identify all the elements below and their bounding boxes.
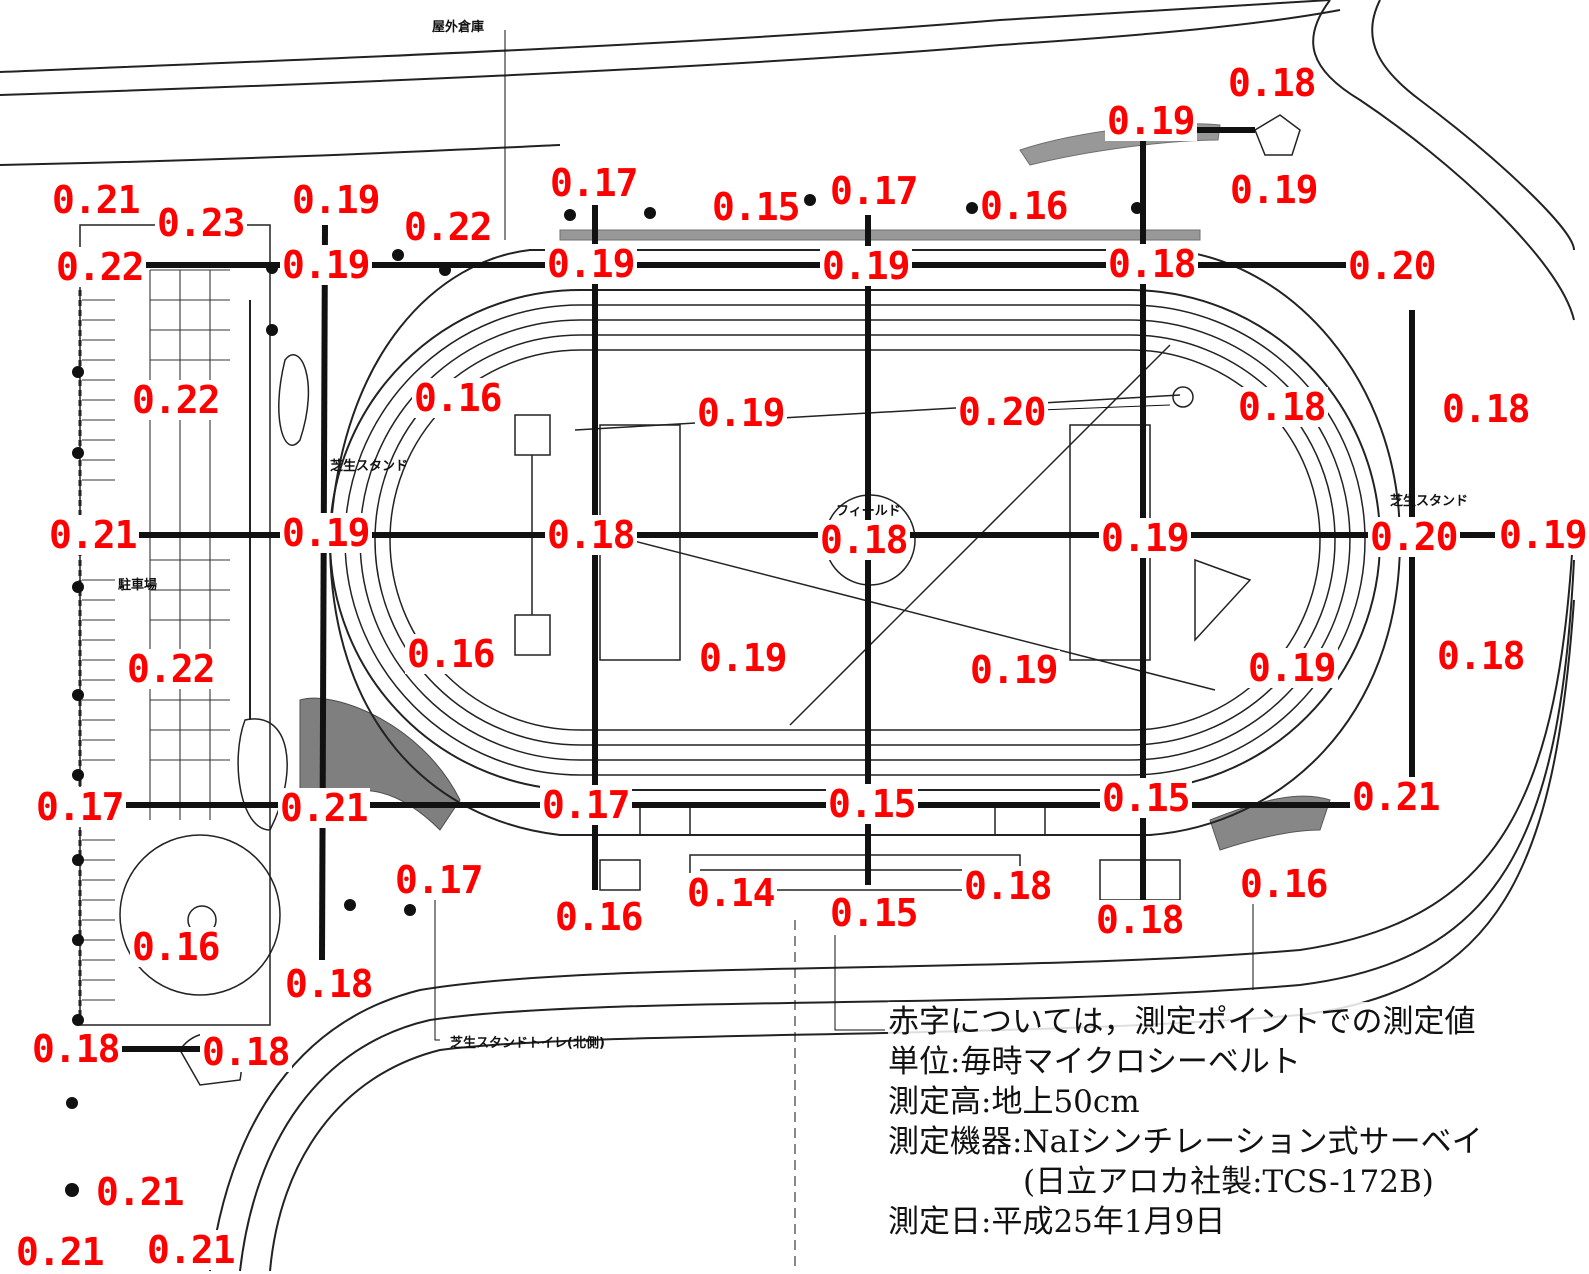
stand-east-label: 芝生スタンド bbox=[1390, 494, 1469, 509]
reading: 0.21 bbox=[47, 513, 139, 557]
reading: 0.17 bbox=[393, 858, 485, 902]
reading: 0.17 bbox=[548, 161, 640, 205]
reading: 0.19 bbox=[695, 391, 787, 435]
reading: 0.18 bbox=[545, 513, 637, 557]
notes-line-instrument: 測定機器:NaIシンチレーション式サーベイ bbox=[888, 1124, 1483, 1160]
reading: 0.21 bbox=[145, 1228, 237, 1272]
reading: 0.19 bbox=[1497, 513, 1589, 557]
notes-line-unit: 単位:毎時マイクロシーベルト bbox=[888, 1044, 1301, 1080]
reading: 0.21 bbox=[94, 1170, 186, 1214]
reading: 0.19 bbox=[1246, 646, 1338, 690]
reading: 0.14 bbox=[685, 871, 777, 915]
reading: 0.15 bbox=[826, 782, 918, 826]
reading: 0.23 bbox=[155, 201, 247, 245]
measurement-notes: 赤字については，測定ポイントでの測定値 単位:毎時マイクロシーベルト 測定高:地… bbox=[888, 1002, 1483, 1242]
reading: 0.17 bbox=[34, 785, 126, 829]
reading: 0.19 bbox=[290, 178, 382, 222]
reading: 0.19 bbox=[968, 648, 1060, 692]
leader-lines bbox=[434, 30, 1254, 1271]
reading: 0.16 bbox=[405, 632, 497, 676]
reading: 0.18 bbox=[200, 1030, 292, 1074]
reading: 0.21 bbox=[14, 1230, 106, 1274]
reading: 0.20 bbox=[1368, 515, 1460, 559]
reading: 0.18 bbox=[1435, 634, 1527, 678]
reading: 0.16 bbox=[412, 376, 504, 420]
reading: 0.17 bbox=[540, 783, 632, 827]
stand-west-label: 芝生スタンド bbox=[330, 459, 409, 474]
reading: 0.16 bbox=[130, 925, 222, 969]
reading: 0.22 bbox=[130, 378, 222, 422]
notes-line-maker: (日立アロカ社製:TCS-172B) bbox=[1023, 1164, 1434, 1200]
reading: 0.19 bbox=[820, 244, 912, 288]
reading: 0.19 bbox=[280, 243, 372, 287]
reading: 0.18 bbox=[1236, 385, 1328, 429]
reading: 0.21 bbox=[278, 786, 370, 830]
reading: 0.19 bbox=[1099, 516, 1191, 560]
toilet-north-label: 芝生スタンドトイレ(北側) bbox=[450, 1036, 605, 1051]
notes-line-date: 測定日:平成25年1月9日 bbox=[888, 1204, 1226, 1240]
reading: 0.16 bbox=[1238, 862, 1330, 906]
reading: 0.18 bbox=[30, 1027, 122, 1071]
reading: 0.19 bbox=[697, 636, 789, 680]
reading: 0.19 bbox=[1105, 99, 1197, 143]
parking-label: 駐車場 bbox=[118, 578, 158, 593]
parking-lot bbox=[78, 224, 271, 1026]
notes-line-height: 測定高:地上50cm bbox=[888, 1084, 1140, 1120]
field-label: フィールド bbox=[836, 504, 901, 519]
reading: 0.16 bbox=[978, 184, 1070, 228]
reading: 0.18 bbox=[283, 962, 375, 1006]
reading: 0.17 bbox=[828, 169, 920, 213]
reading: 0.15 bbox=[710, 185, 802, 229]
reading: 0.15 bbox=[1100, 776, 1192, 820]
reading: 0.18 bbox=[1226, 61, 1318, 105]
reading: 0.21 bbox=[1350, 775, 1442, 819]
reading: 0.21 bbox=[50, 178, 142, 222]
reading: 0.18 bbox=[962, 864, 1054, 908]
reading: 0.22 bbox=[402, 205, 494, 249]
reading: 0.15 bbox=[828, 891, 920, 935]
reading: 0.20 bbox=[1346, 244, 1438, 288]
reading: 0.16 bbox=[553, 895, 645, 939]
reading: 0.22 bbox=[125, 647, 217, 691]
reading: 0.19 bbox=[1228, 168, 1320, 212]
reading: 0.19 bbox=[280, 511, 372, 555]
reading: 0.18 bbox=[1094, 898, 1186, 942]
reading: 0.18 bbox=[1440, 387, 1532, 431]
reading: 0.19 bbox=[545, 242, 637, 286]
reading: 0.22 bbox=[54, 245, 146, 289]
reading: 0.18 bbox=[818, 518, 910, 562]
storage-label: 屋外倉庫 bbox=[432, 20, 485, 35]
parking-stalls bbox=[82, 269, 230, 1001]
reading: 0.20 bbox=[956, 390, 1048, 434]
notes-line-red-text: 赤字については，測定ポイントでの測定値 bbox=[888, 1004, 1476, 1040]
reading: 0.18 bbox=[1106, 242, 1198, 286]
